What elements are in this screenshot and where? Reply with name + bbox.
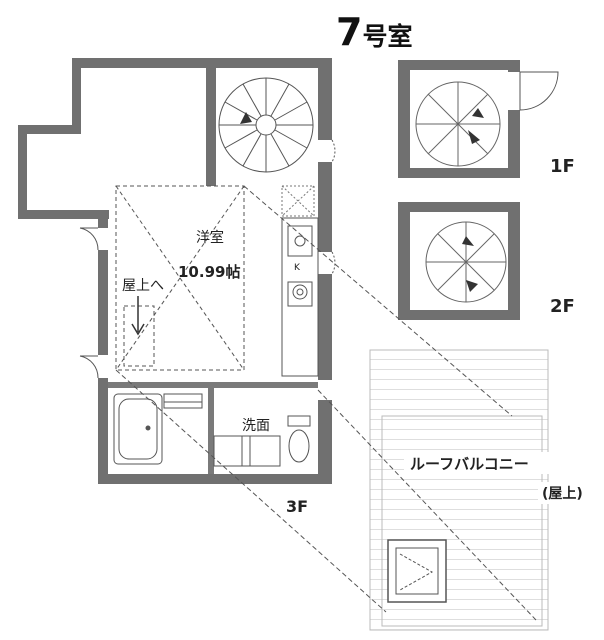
second-floor-plan: 2F (398, 202, 575, 320)
room-size: 10.99帖 (178, 263, 240, 281)
washroom-label: 洗面 (242, 418, 270, 434)
bathtub (113, 393, 163, 465)
third-floor-plan: K 洋室 (18, 58, 336, 516)
roof-hatch (387, 539, 447, 603)
unit-number: 7 (336, 10, 363, 54)
kitchen-label: K (294, 263, 301, 273)
roof-balcony-label: ルーフバルコニー (410, 455, 529, 473)
first-floor-plan: 1F (398, 60, 575, 178)
roof-balcony-note: (屋上) (542, 486, 583, 502)
spiral-staircase-1f (415, 81, 501, 167)
interior-walls (108, 382, 318, 474)
spiral-staircase-3f (218, 77, 314, 173)
roof-balcony-plan: ルーフバルコニー (屋上) (369, 349, 600, 631)
floor-label-3f: 3F (286, 497, 308, 516)
spiral-staircase-2f (425, 221, 507, 303)
kitchen-counter (281, 217, 319, 377)
exterior-walls (18, 58, 332, 484)
floor-label-1f: 1F (550, 156, 575, 177)
room-name: 洋室 (196, 229, 224, 246)
roof-access-arrow (131, 296, 145, 336)
roof-access-label: 屋上へ (122, 278, 164, 294)
toilet (287, 415, 311, 463)
unit-suffix: 号室 (362, 22, 413, 51)
storage-shafts (281, 185, 315, 217)
floor-label-2f: 2F (550, 296, 575, 317)
left-doors (79, 227, 99, 379)
third-floor-interior (26, 66, 318, 474)
room-dashed-outline (115, 185, 245, 371)
vanity-sink (163, 393, 281, 467)
unit-title: 7号室 (336, 10, 412, 54)
right-doors (331, 139, 336, 275)
projection-lines (115, 185, 537, 621)
